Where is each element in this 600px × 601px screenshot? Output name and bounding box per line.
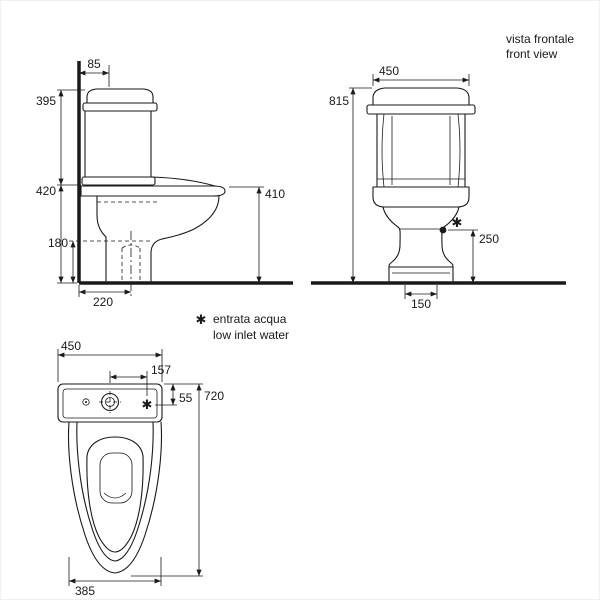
- seat-plan: [76, 421, 154, 562]
- dim-label-plan-width: 450: [61, 339, 81, 353]
- bowl-back-profile: [96, 195, 107, 284]
- pedestal-right: [441, 206, 460, 284]
- dim-label-total-height: 815: [329, 94, 349, 108]
- cistern-lid-side: [86, 88, 154, 104]
- water-inlet-icon: ✱: [452, 215, 463, 230]
- cistern-body-side: [84, 110, 152, 178]
- plan-water-inlet-icon: ✱: [142, 397, 153, 412]
- front-view-drawing: vista frontale front view ✱ 450 815: [311, 32, 574, 311]
- dim-label-bowl-width: 385: [75, 584, 95, 598]
- dim-label-front-width: 450: [379, 64, 399, 78]
- water-inlet-dot: [439, 226, 447, 234]
- cistern-body-front: [376, 113, 466, 188]
- dim-label-inlet-depth: 55: [179, 391, 193, 405]
- front-view-title-en: front view: [506, 47, 558, 61]
- legend: ✱ entrata acqua low inlet water: [196, 312, 289, 342]
- top-view-drawing: ✱ 450 157 55 720 385: [57, 339, 224, 598]
- bowl-rim-front: [372, 186, 470, 208]
- dim-label-inlet-offset: 157: [151, 363, 171, 377]
- pedestal-left: [382, 206, 401, 284]
- dim-label-outlet-setout: 220: [93, 295, 113, 309]
- bowl-opening-plan: [86, 436, 144, 553]
- dim-label-total-depth: 720: [204, 389, 224, 403]
- legend-text-it: entrata acqua: [213, 312, 287, 326]
- dim-label-rim-height: 410: [265, 187, 285, 201]
- front-view-title-it: vista frontale: [506, 32, 574, 46]
- bowl-plan-outer: [67, 421, 163, 574]
- sump-plan: [99, 452, 133, 504]
- legend-text-en: low inlet water: [213, 328, 289, 342]
- cistern-plan: [57, 383, 163, 423]
- cistern-lid-front: [372, 87, 470, 106]
- cover-side: [150, 176, 216, 187]
- overflow-hole-plan: [82, 398, 90, 406]
- dim-label-top-offset: 85: [87, 57, 101, 71]
- dim-label-base-width: 150: [411, 297, 431, 311]
- dim-label-inlet-height: 250: [479, 232, 499, 246]
- seat-side: [80, 185, 226, 197]
- dim-label-bowl-height: 420: [36, 184, 56, 198]
- dim-label-cistern-height: 395: [36, 94, 56, 108]
- legend-water-inlet-icon: ✱: [196, 312, 207, 327]
- side-view-drawing: 85 395 420 410 180 220: [36, 57, 293, 309]
- bowl-front-profile: [150, 195, 220, 284]
- dim-label-outlet-height: 180: [48, 236, 68, 250]
